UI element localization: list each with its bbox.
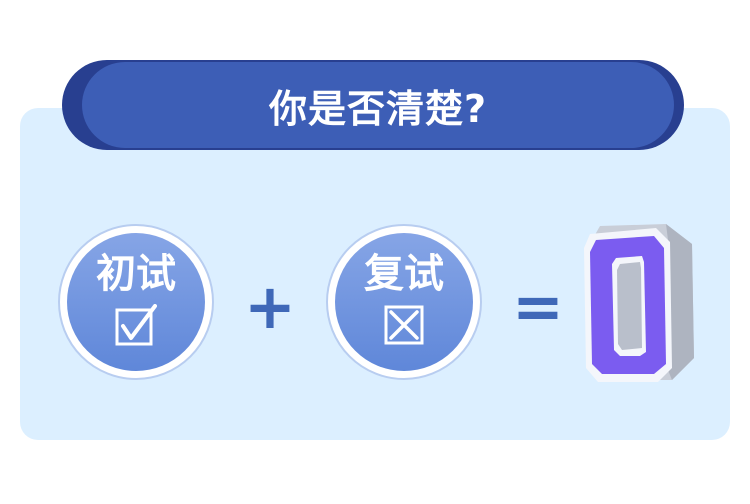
- equals-sign: =: [512, 270, 564, 343]
- second-exam-circle-inner: 复试: [335, 233, 473, 371]
- first-exam-circle-inner: 初试: [67, 233, 205, 371]
- zero-result: 0: [582, 218, 700, 384]
- title-banner: 你是否清楚?: [82, 62, 674, 148]
- zero-3d-icon: [584, 224, 694, 382]
- plus-sign: +: [244, 270, 296, 343]
- check-box-icon: [115, 304, 157, 346]
- banner-title: 你是否清楚?: [268, 86, 488, 131]
- first-exam-label: 初试: [96, 251, 176, 297]
- cross-box-icon: [384, 305, 424, 345]
- second-exam-circle: 复试: [326, 224, 482, 380]
- first-exam-circle: 初试: [58, 224, 214, 380]
- second-exam-label: 复试: [364, 251, 444, 297]
